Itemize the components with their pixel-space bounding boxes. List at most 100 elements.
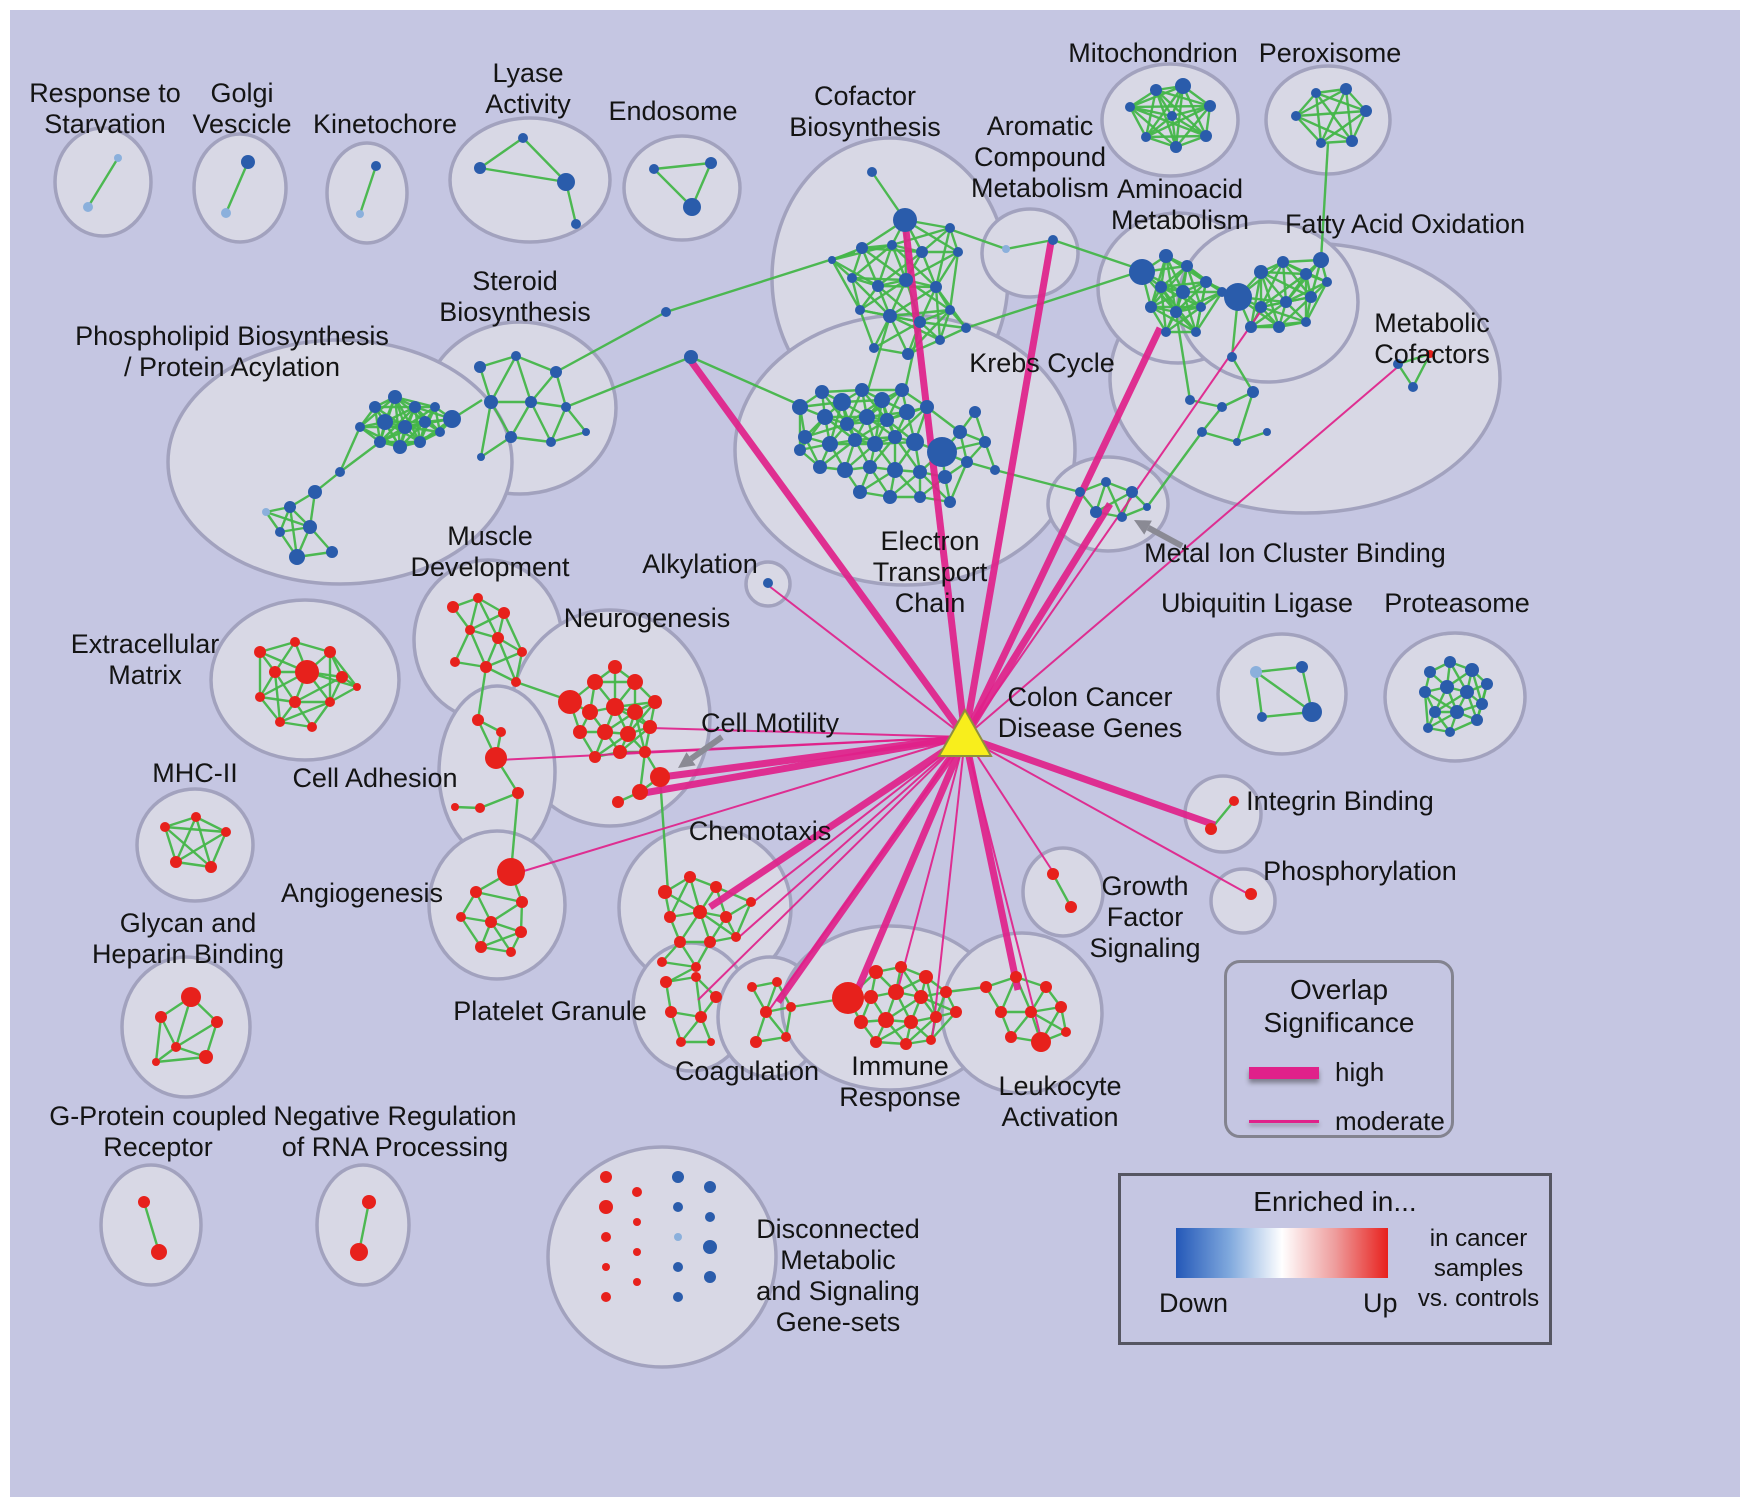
leukocyte-activation-label: Leukocyte [998, 1071, 1121, 1101]
intercluster-edge [945, 985, 987, 994]
growth-factor-signaling-label: Signaling [1089, 933, 1200, 963]
proteasome-node [1424, 666, 1436, 678]
electron-transport-chain-node [927, 437, 957, 467]
extracellular-matrix-label: Matrix [108, 660, 182, 690]
phospholipid-biosynthesis-node [308, 485, 322, 499]
extracellular-matrix-edge [273, 671, 282, 723]
growth-factor-signaling-node [1047, 868, 1059, 880]
moderate-significance-line-swatch [1249, 1120, 1319, 1123]
mhc-ii-edge [174, 816, 198, 863]
mitochondrion-edge [1171, 104, 1211, 118]
hub-edge-aminoacid-metabolism [961, 326, 1164, 739]
immune-response-node [930, 1011, 942, 1023]
cofactor-biosynthesis-edge [858, 309, 876, 349]
coagulation-node [786, 1002, 796, 1012]
endosome-edge [653, 161, 712, 171]
muscle-development-node [498, 607, 510, 619]
cofactor-biosynthesis-label: Cofactor [814, 81, 916, 111]
enrichment-note-line3: vs. controls [1417, 1285, 1540, 1312]
intercluster-edge [965, 272, 1133, 330]
extracellular-matrix-node [353, 683, 361, 691]
platelet-granule-node [710, 991, 722, 1003]
immune-response-node [895, 961, 907, 973]
phospholipid-biosynthesis-edge [265, 510, 311, 529]
cofactor-biosynthesis-node [855, 305, 865, 315]
cofactor-biosynthesis-node [935, 335, 945, 345]
hub-edge-leukocyte-activation-2 [964, 736, 1043, 1043]
chemotaxis-edge [734, 901, 753, 938]
cofactor-biosynthesis-node [872, 280, 884, 292]
electron-transport-chain-node [848, 433, 862, 447]
electron-transport-chain-node [883, 490, 897, 504]
cofactor-biosynthesis-node [953, 247, 963, 257]
golgi-vescicle-node [221, 208, 231, 218]
neurogenesis-node [627, 704, 643, 720]
extracellular-matrix-edge [274, 671, 296, 703]
lyase-activity-node [557, 173, 575, 191]
peroxisome-edge [1295, 87, 1347, 118]
aminoacid-metabolism-edge [1165, 306, 1202, 333]
aminoacid-metabolism-node [1161, 327, 1171, 337]
electron-transport-chain-node [969, 406, 981, 418]
extracellular-matrix-edge [279, 720, 313, 729]
cell-adhesion-node [475, 803, 485, 813]
intercluster-edge [555, 310, 667, 374]
hub-edge-chemotaxis-2 [737, 736, 966, 939]
hub-edge-platelet-granule [697, 736, 966, 1001]
extracellular-matrix-node [289, 696, 301, 708]
fatty-acid-oxidation-node [1301, 317, 1311, 327]
metal-ion-pointer-pointer-arrow-shaft [1146, 524, 1184, 549]
chemotaxis-node [664, 911, 676, 923]
phospholipid-biosynthesis-label: Phospholipid Biosynthesis [75, 321, 389, 351]
endosome-label: Endosome [608, 96, 737, 126]
lyase-activity-node [474, 162, 486, 174]
mhc-ii-ellipse [135, 787, 255, 903]
chemotaxis-node [693, 905, 707, 919]
angiogenesis-node [515, 926, 527, 938]
phospholipid-biosynthesis-node [275, 527, 285, 537]
immune-response-node [950, 1006, 962, 1018]
aromatic-compound-metabolism-edge [1005, 238, 1054, 251]
electron-transport-chain-node [888, 430, 902, 444]
neurogenesis-node [582, 704, 598, 720]
phospholipid-biosynthesis-node [388, 390, 402, 404]
phospholipid-biosynthesis-node [435, 427, 445, 437]
metabolic-cofactors-node [1426, 350, 1434, 358]
hub-edge-alkylation [768, 585, 966, 738]
chemotaxis-node [684, 871, 696, 883]
down-label: Down [1159, 1288, 1229, 1318]
phospholipid-biosynthesis-node [355, 422, 365, 432]
phosphorylation-node [1245, 888, 1257, 900]
neurogenesis-node [639, 746, 651, 758]
proteasome-node [1481, 678, 1493, 690]
cofactor-biosynthesis-node [869, 343, 879, 353]
legend-overlap-significance: Overlap Significance high moderate [1224, 960, 1454, 1138]
intercluster-edge [690, 355, 803, 408]
g-protein-coupled-receptor-label: G-Protein coupled [49, 1101, 267, 1131]
muscle-development-node [480, 661, 492, 673]
cofactor-biosynthesis-node [916, 246, 928, 258]
peroxisome-edge [1295, 115, 1322, 144]
muscle-development-node [492, 632, 504, 644]
angiogenesis-node [497, 858, 525, 886]
cofactor-biosynthesis-node [945, 305, 955, 315]
metabolic-cofactors-label: Metabolic [1374, 308, 1490, 338]
extracellular-matrix-label: Extracellular [71, 629, 220, 659]
legend-overlap-title-line2: Significance [1263, 1007, 1415, 1038]
neurogenesis-label: Neurogenesis [564, 603, 731, 633]
intercluster-edge [667, 965, 697, 984]
mhc-ii-node [221, 827, 231, 837]
metabolic-cofactors-edge [1236, 430, 1268, 444]
metabolic-cofactors-node [1185, 395, 1195, 405]
fatty-acid-oxidation-edge [1250, 301, 1287, 328]
electron-transport-chain-node [853, 485, 867, 499]
mitochondrion-edge [1144, 89, 1158, 138]
mhc-ii-node [205, 861, 217, 873]
mhc-ii-edge [163, 826, 178, 863]
muscle-development-node [447, 601, 459, 613]
hub-edge-chemotaxis-3 [751, 736, 966, 904]
steroid-biosynthesis-node [546, 437, 556, 447]
legend-enriched-title: Enriched in... [1253, 1186, 1417, 1217]
electron-transport-chain-node [855, 383, 869, 397]
